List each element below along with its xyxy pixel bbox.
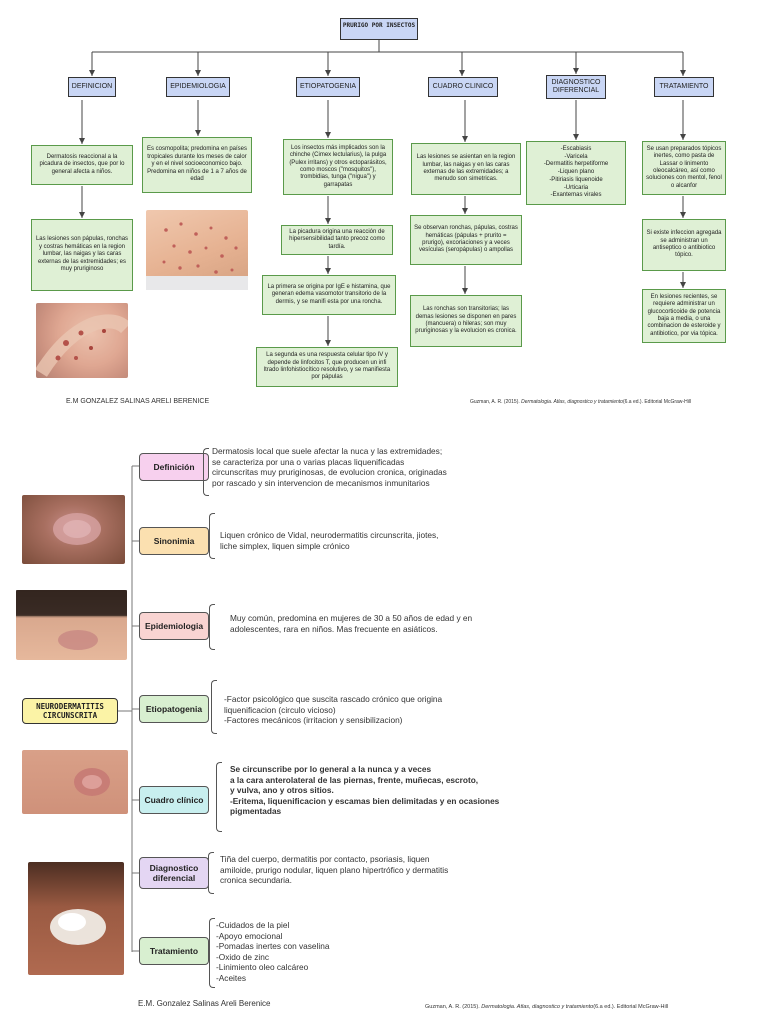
etiopatogenia-box-3: La primera se origina por IgE e histamin… <box>262 275 396 315</box>
header-epidemiologia-label: EPIDEMIOLOGIA <box>170 83 226 90</box>
etiopatogenia-text-1: Los insectos más implicados son la chinc… <box>289 144 387 188</box>
brace-sinonimia <box>209 513 215 559</box>
header-definicion: DEFINICION <box>68 77 116 97</box>
epidemiologia-text: Es cosmopolita; predomina en países trop… <box>146 146 248 183</box>
neurodermatitis-title-box: NEURODERMATITIS CIRCUNSCRITA <box>22 698 118 724</box>
section-text-sinonimia: Liquen crónico de Vidal, neurodermatitis… <box>220 530 439 551</box>
tratamiento-box-1: Se usan preparados tópicos inertes, como… <box>642 141 726 195</box>
bottom-citation-pre: Guzman, A. R. (2015). <box>425 1004 480 1010</box>
section-label-text: Epidemiologia <box>144 621 204 631</box>
section-text-cuadro-clinico: Se circunscribe por lo general a la nunc… <box>230 764 500 817</box>
header-etiopatogenia: ETIOPATOGENIA <box>296 77 360 97</box>
lesion-image-3 <box>74 768 110 796</box>
header-epidemiologia: EPIDEMIOLOGIA <box>166 77 230 97</box>
section-text-etiopatogenia: -Factor psicológico que suscita rascado … <box>224 694 443 726</box>
cuadro-text-1: Las lesiones se asientan en la region lu… <box>416 154 516 183</box>
lesion-photo-1 <box>22 495 125 564</box>
etiopatogenia-text-2: La picadura origina una reacción de hipe… <box>289 228 385 250</box>
top-citation-post: (6.a ed.). Editorial McGraw-Hill <box>622 399 692 405</box>
leg-lesion-photo <box>146 210 248 290</box>
header-definicion-label: DEFINICION <box>71 83 113 90</box>
section-label-text: Tratamiento <box>149 946 199 956</box>
etiopatogenia-text-3: La primera se origina por IgE e histamin… <box>267 283 391 305</box>
lesion-image-1 <box>53 513 101 545</box>
tratamiento-text-2: Si existe infeccion agregada se administ… <box>646 230 722 259</box>
top-citation: Guzman, A. R. (2015). Dermatologia. Atla… <box>470 399 691 405</box>
hand-lesion-photo <box>35 303 131 378</box>
section-text-diagnostico: Tiña del cuerpo, dermatitis por contacto… <box>220 854 449 886</box>
top-citation-pre: Guzman, A. R. (2015). <box>470 399 520 405</box>
section-label-sinonimia: Sinonimia <box>139 527 209 555</box>
etiopatogenia-box-4: La segunda es una respuesta celular tipo… <box>256 347 398 387</box>
header-tratamiento: TRATAMIENTO <box>654 77 714 97</box>
header-diagnostico: DIAGNOSTICO DIFERENCIAL <box>546 75 606 99</box>
header-cuadro-clinico: CUADRO CLINICO <box>428 77 498 97</box>
definicion-text-2: Las lesiones son pápulas, ronchas y cost… <box>35 236 129 273</box>
lesion-image-4 <box>50 909 106 945</box>
top-author: E.M GONZALEZ SALINAS ARELI BERENICE <box>66 398 210 405</box>
cuadro-text-3: Las ronchas son transitorias; las demas … <box>415 306 517 335</box>
cuadro-box-1: Las lesiones se asientan en la region lu… <box>411 143 521 195</box>
header-etiopatogenia-label: ETIOPATOGENIA <box>299 83 356 90</box>
hand-lesion-image <box>35 303 131 378</box>
neurodermatitis-title: NEURODERMATITIS CIRCUNSCRITA <box>36 702 104 720</box>
cuadro-text-2: Se observan ronchas, pápulas, costras he… <box>414 225 518 254</box>
section-label-text: Etiopatogenia <box>145 704 203 714</box>
brace-definicion <box>203 448 209 496</box>
tratamiento-box-2: Si existe infeccion agregada se administ… <box>642 219 726 271</box>
section-label-cuadro-clinico: Cuadro clínico <box>139 786 209 814</box>
top-citation-title: Dermatologia. Atlas, diagnostico y trata… <box>521 399 623 405</box>
lesion-photo-4 <box>28 862 124 975</box>
section-text-tratamiento: -Cuidados de la piel -Apoyo emocional -P… <box>216 920 330 983</box>
cuadro-box-2: Se observan ronchas, pápulas, costras he… <box>410 215 522 265</box>
brace-epidemiologia <box>209 604 215 650</box>
section-label-etiopatogenia: Etiopatogenia <box>139 695 209 723</box>
header-diagnostico-label: DIAGNOSTICO DIFERENCIAL <box>551 79 601 94</box>
brace-diagnostico <box>208 852 214 894</box>
epidemiologia-box: Es cosmopolita; predomina en países trop… <box>142 137 252 193</box>
bottom-citation-post: (6.a ed.). Editorial McGraw-Hill <box>593 1004 669 1010</box>
section-text-epidemiologia: Muy común, predomina en mujeres de 30 a … <box>230 613 473 634</box>
tratamiento-text-1: Se usan preparados tópicos inertes, como… <box>646 145 722 189</box>
bottom-citation-title: Dermatologia. Atlas, diagnostico y trata… <box>481 1004 594 1010</box>
leg-lesion-image <box>146 222 248 290</box>
brace-tratamiento <box>209 918 215 988</box>
definicion-text-1: Dermatosis reaccional a la picadura de i… <box>39 153 125 175</box>
lesion-image-2 <box>16 590 127 650</box>
section-label-text: Diagnostico diferencial <box>149 863 199 883</box>
section-label-diagnostico: Diagnostico diferencial <box>139 857 209 889</box>
etiopatogenia-text-4: La segunda es una respuesta celular tipo… <box>263 352 391 381</box>
definicion-box-1: Dermatosis reaccional a la picadura de i… <box>31 145 133 185</box>
diagnostico-text: -Escabiasis -Varicela -Dermatitis herpet… <box>543 145 609 199</box>
section-label-definicion: Definición <box>139 453 209 481</box>
root-title: PRURIGO POR INSECTOS <box>342 22 416 29</box>
section-label-text: Cuadro clínico <box>144 795 204 805</box>
brace-etiopatogenia <box>211 680 217 734</box>
cuadro-box-3: Las ronchas son transitorias; las demas … <box>410 295 522 347</box>
bottom-citation: Guzman, A. R. (2015). Dermatologia. Atla… <box>425 1004 668 1010</box>
lesion-photo-3 <box>22 750 128 814</box>
diagnostico-box: -Escabiasis -Varicela -Dermatitis herpet… <box>526 141 626 205</box>
bottom-author: E.M. Gonzalez Salinas Areli Berenice <box>138 999 271 1008</box>
header-cuadro-label: CUADRO CLINICO <box>432 83 494 90</box>
definicion-box-2: Las lesiones son pápulas, ronchas y cost… <box>31 219 133 291</box>
tratamiento-text-3: En lesiones recientes, se requiere admin… <box>647 293 721 337</box>
header-tratamiento-label: TRATAMIENTO <box>659 83 709 90</box>
section-label-epidemiologia: Epidemiologia <box>139 612 209 640</box>
section-text-definicion: Dermatosis local que suele afectar la nu… <box>212 446 447 488</box>
section-label-text: Definición <box>153 462 195 472</box>
section-label-tratamiento: Tratamiento <box>139 937 209 965</box>
root-title-box: PRURIGO POR INSECTOS <box>340 18 418 40</box>
tratamiento-box-3: En lesiones recientes, se requiere admin… <box>642 289 726 343</box>
lesion-photo-2 <box>16 590 127 660</box>
brace-cuadro-clinico <box>216 762 222 832</box>
etiopatogenia-box-2: La picadura origina una reacción de hipe… <box>281 225 393 255</box>
etiopatogenia-box-1: Los insectos más implicados son la chinc… <box>283 139 393 195</box>
section-label-text: Sinonimia <box>153 536 195 546</box>
